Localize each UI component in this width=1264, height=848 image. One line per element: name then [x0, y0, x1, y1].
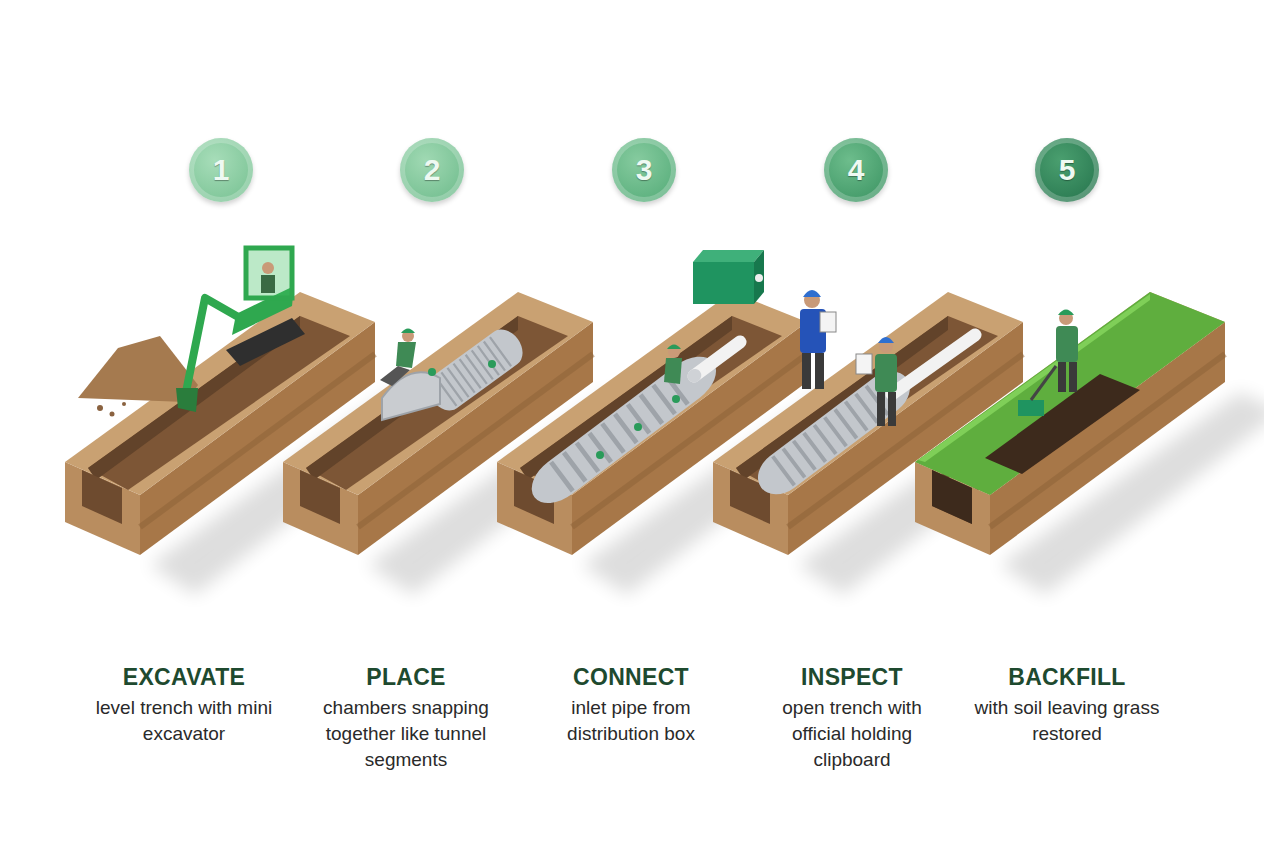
clipboard	[820, 312, 836, 332]
step-description: with soil leaving grass restored	[975, 695, 1160, 747]
worker-legs	[380, 366, 410, 386]
operator	[262, 262, 274, 274]
worker-body	[396, 342, 416, 368]
chamber-port	[596, 451, 604, 459]
step-heading: BACKFILL	[952, 664, 1182, 691]
chamber-row	[782, 394, 886, 472]
step-number-coin: 5	[1035, 138, 1099, 202]
dirt-crumb	[110, 412, 115, 417]
chamber-port	[428, 368, 436, 376]
dirt-crumb	[97, 405, 103, 411]
step-description: open trench with official holding clipbo…	[755, 695, 950, 773]
step-number-coin: 1	[189, 138, 253, 202]
trench-block	[915, 292, 1264, 595]
worker-body	[664, 358, 682, 384]
chamber-row	[445, 348, 506, 392]
inlet-pipe	[694, 342, 740, 376]
chamber-port	[488, 360, 496, 368]
step-number-coin: 3	[612, 138, 676, 202]
distribution-box-top	[693, 250, 764, 262]
step-number: 1	[213, 153, 230, 187]
pipe-joint	[694, 342, 740, 376]
inlet-pipe	[892, 335, 975, 394]
step-heading: CONNECT	[516, 664, 746, 691]
worker-body	[875, 354, 897, 392]
step-heading: EXCAVATE	[69, 664, 299, 691]
grass	[915, 292, 1225, 495]
clipboard	[856, 354, 872, 374]
step-number-coin: 4	[824, 138, 888, 202]
step-number-coin: 2	[400, 138, 464, 202]
chamber-port	[634, 423, 642, 431]
excavator-cab	[246, 248, 292, 298]
step-description: chambers snapping together like tunnel s…	[306, 695, 506, 773]
excavator-arm	[186, 298, 240, 392]
step-number: 4	[848, 153, 865, 187]
inspector-leg	[815, 353, 824, 389]
worker-leg	[1069, 362, 1077, 392]
step-number: 3	[636, 153, 653, 187]
excavator-cab-frame	[246, 248, 292, 298]
step-number: 5	[1059, 153, 1076, 187]
soil-section	[932, 470, 972, 524]
excavator-bucket	[176, 388, 198, 412]
box-outlet	[755, 274, 763, 282]
step-heading: PLACE	[291, 664, 521, 691]
worker-hat	[1058, 310, 1074, 316]
dirt-crumb	[122, 402, 126, 406]
chamber-port	[672, 395, 680, 403]
worker-hat	[401, 329, 415, 334]
plate-compactor	[1018, 400, 1044, 416]
worker-leg	[888, 392, 896, 426]
worker-hat	[878, 337, 894, 343]
compactor-handle	[1031, 366, 1056, 400]
operator	[261, 275, 275, 293]
worker-leg	[877, 392, 885, 426]
chamber-row	[560, 382, 688, 478]
step-number: 2	[424, 153, 441, 187]
worker-hat	[667, 345, 681, 350]
worker-body	[1056, 326, 1078, 362]
step-description: inlet pipe from distribution box	[531, 695, 731, 747]
inspector-hat	[803, 290, 821, 297]
distribution-box-side	[754, 250, 764, 304]
step-heading: INSPECT	[737, 664, 967, 691]
step-description: level trench with mini excavator	[94, 695, 274, 747]
inspector-leg	[802, 353, 811, 389]
distribution-box	[693, 262, 754, 304]
worker-leg	[1058, 362, 1066, 392]
